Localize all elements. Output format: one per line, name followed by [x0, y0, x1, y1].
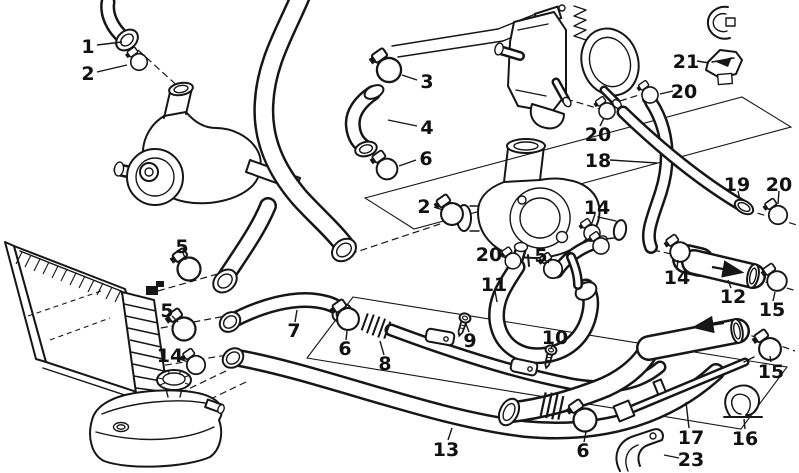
hose-bracket-17	[612, 356, 755, 423]
callout-label-6[interactable]: 6	[576, 440, 589, 462]
callout-label-14[interactable]: 14	[584, 197, 610, 219]
callout-label-15[interactable]: 15	[759, 299, 785, 321]
callout-leader-25	[676, 259, 679, 269]
callout-label-5[interactable]: 5	[160, 300, 173, 322]
callout-label-4[interactable]: 4	[420, 117, 433, 139]
callout-label-14[interactable]: 14	[664, 267, 690, 289]
callout-label-9[interactable]: 9	[463, 330, 476, 352]
callout-leader-30	[599, 117, 605, 127]
callout-label-21[interactable]: 21	[673, 51, 699, 73]
callout-label-16[interactable]: 16	[732, 428, 758, 450]
callout-leader-17	[590, 213, 596, 227]
callout-leader-27	[609, 159, 658, 164]
callout-leader-4	[398, 159, 417, 167]
flow-arrows	[691, 260, 745, 334]
callout-leader-26	[772, 291, 776, 302]
callout-leader-16	[544, 259, 550, 264]
callout-label-6[interactable]: 6	[419, 148, 432, 170]
callout-label-3[interactable]: 3	[420, 71, 433, 93]
callout-leader-31	[659, 90, 674, 95]
callout-leader-2	[401, 74, 418, 81]
callout-leader-18	[447, 427, 453, 441]
spring-clip-16	[723, 384, 763, 418]
callout-label-11[interactable]: 11	[481, 274, 507, 296]
callout-label-13[interactable]: 13	[433, 439, 459, 461]
expansion-tank-cap	[156, 369, 192, 398]
callout-label-15[interactable]: 15	[758, 361, 784, 383]
callout-label-2[interactable]: 2	[417, 196, 430, 218]
callout-leader-23	[769, 355, 772, 363]
callout-label-5[interactable]: 5	[175, 236, 188, 258]
callout-label-12[interactable]: 12	[720, 286, 746, 308]
callout-leader-8	[179, 358, 189, 363]
radiator-side-tank	[121, 291, 169, 397]
expansion-tank-nipple	[204, 398, 225, 415]
callout-leader-20	[685, 401, 690, 429]
clamp-14-rad	[178, 347, 207, 376]
hose-13-bellows	[539, 392, 565, 420]
radiator-fitting	[146, 286, 158, 295]
callout-leader-15	[498, 254, 507, 259]
callout-leader-1	[96, 64, 128, 73]
callout-label-17[interactable]: 17	[678, 427, 704, 449]
throttle-body	[391, 4, 640, 130]
callout-label-1[interactable]: 1	[81, 36, 94, 58]
callout-label-20[interactable]: 20	[766, 174, 792, 196]
callout-leader-24	[727, 279, 732, 289]
callout-leader-9	[294, 309, 298, 323]
water-pump-pulley	[126, 148, 184, 206]
callout-label-10[interactable]: 10	[542, 327, 568, 349]
callout-label-19[interactable]: 19	[724, 174, 750, 196]
callout-label-14[interactable]: 14	[157, 345, 183, 367]
pipe-12	[672, 244, 766, 289]
callout-leader-10	[345, 330, 348, 341]
callout-leader-28	[737, 190, 741, 201]
expansion-tank	[89, 369, 225, 468]
flow-arrow-left	[691, 315, 725, 334]
callout-label-7[interactable]: 7	[287, 320, 300, 342]
callout-leader-0	[96, 41, 123, 46]
callout-leader-13	[550, 342, 554, 350]
callout-label-20[interactable]: 20	[585, 124, 611, 146]
callout-label-8[interactable]: 8	[378, 353, 391, 375]
callout-leader-22	[743, 418, 746, 430]
callout-leader-11	[379, 340, 385, 356]
hose-8-bellows	[360, 313, 392, 339]
callout-label-20[interactable]: 20	[476, 244, 502, 266]
c-clip-top	[706, 5, 736, 40]
callout-leader-21	[663, 454, 680, 459]
callout-leader-5	[433, 206, 444, 211]
callout-label-23[interactable]: 23	[678, 449, 704, 471]
clamp-15-pipe13	[749, 327, 782, 361]
clamp-bracket-23	[615, 428, 664, 472]
callout-label-2[interactable]: 2	[81, 63, 94, 85]
radiator-core-hatching	[15, 251, 122, 303]
callout-label-5[interactable]: 5	[534, 245, 547, 267]
radiator	[4, 241, 169, 406]
clamp-3	[366, 46, 403, 84]
callout-leader-14	[494, 290, 498, 303]
cable-clip-21	[705, 49, 743, 86]
callout-leader-6	[182, 252, 187, 261]
callout-leader-3	[387, 119, 418, 127]
callout-label-20[interactable]: 20	[671, 81, 697, 103]
clamp-2-mid	[431, 192, 464, 226]
hose-clamps	[123, 45, 789, 433]
callout-label-6[interactable]: 6	[338, 338, 351, 360]
callout-leader-29	[777, 190, 780, 205]
flow-arrow-right	[711, 260, 745, 278]
clamp-20-throttle-b	[635, 79, 659, 104]
callout-leader-19	[583, 431, 587, 443]
thermostat-housing	[456, 138, 628, 267]
callout-leader-7	[171, 315, 179, 323]
group-plane-upper	[363, 96, 793, 230]
callout-leader-32	[696, 60, 710, 64]
callout-label-18[interactable]: 18	[585, 150, 611, 172]
clamp-14-pipe12	[661, 233, 691, 263]
throttle-spring	[573, 5, 587, 41]
callout-leader-12	[465, 323, 470, 333]
clamp-20-right	[760, 197, 789, 226]
